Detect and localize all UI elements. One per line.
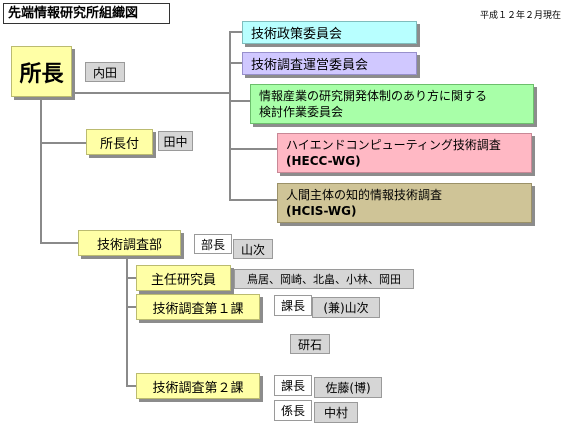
- committee-label-line2: (HECC-WG): [286, 154, 361, 168]
- section1-name-box: (兼)山次: [312, 297, 380, 318]
- section1-role: 課長: [280, 299, 305, 313]
- date-label: 平成１２年２月現在: [479, 11, 561, 21]
- chief-researcher-box: 主任研究員: [136, 265, 231, 291]
- department-trunk-line: [126, 252, 128, 386]
- committee-box: 技術政策委員会: [242, 21, 417, 44]
- committee-label: ハイエンドコンピューティング技術調査: [286, 138, 501, 152]
- director-box: 所長: [11, 46, 72, 97]
- department-label: 技術調査部: [96, 237, 162, 253]
- section2-name1-box: 佐藤(博): [314, 377, 382, 398]
- attache-branch-line: [40, 142, 86, 144]
- section2-role2-box: 係長: [274, 400, 312, 421]
- director-committee-connector: [73, 92, 231, 94]
- attache-name: 田中: [163, 134, 188, 149]
- committee-label: 人間主体の知的情報技術調査: [286, 188, 443, 202]
- committee-branch-line: [229, 100, 250, 102]
- department-box: 技術調査部: [78, 230, 181, 256]
- section1-box: 技術調査第１課: [136, 294, 260, 320]
- committee-branch-line: [229, 62, 242, 64]
- section2-role1-box: 課長: [274, 375, 312, 396]
- chief-researcher-label: 主任研究員: [150, 272, 216, 288]
- committee-label: 情報産業の研究開発体制のあり方に関する: [259, 89, 488, 103]
- chief-researcher-names: 鳥居、岡崎、北畠、小林、岡田: [247, 273, 401, 286]
- committee-box: 技術調査運営委員会: [242, 52, 417, 75]
- attache-box: 所長付: [86, 129, 153, 155]
- committee-trunk-line: [229, 31, 231, 201]
- section2-role2: 係長: [280, 404, 305, 418]
- chief-researcher-names-box: 鳥居、岡崎、北畠、小林、岡田: [234, 269, 414, 289]
- section1-branch-line: [126, 306, 136, 308]
- department-name: 山次: [240, 242, 265, 257]
- committee-box: 情報産業の研究開発体制のあり方に関する 検討作業委員会: [250, 84, 534, 124]
- committee-label-line2: 検討作業委員会: [259, 105, 344, 119]
- section2-name2: 中村: [323, 406, 348, 420]
- director-name-box: 内田: [85, 62, 125, 82]
- committee-branch-line: [229, 31, 242, 33]
- section1-role-box: 課長: [274, 295, 312, 316]
- department-name-box: 山次: [233, 239, 273, 259]
- attache-name-box: 田中: [158, 131, 193, 151]
- director-name: 内田: [92, 65, 117, 80]
- section1-name: (兼)山次: [323, 301, 369, 315]
- committee-label: 技術政策委員会: [251, 27, 343, 42]
- section2-branch-line: [126, 385, 136, 387]
- page-title: 先端情報研究所組織図: [3, 3, 170, 24]
- section1-staff-box: 研石: [290, 334, 330, 354]
- committee-branch-line: [229, 148, 277, 150]
- committee-label: 技術調査運営委員会: [251, 58, 369, 73]
- section2-name1: 佐藤(博): [325, 381, 371, 395]
- section2-role1: 課長: [280, 379, 305, 393]
- department-role: 部長: [200, 237, 225, 252]
- section1-staff: 研石: [297, 337, 322, 352]
- main-trunk-line: [40, 97, 42, 243]
- department-branch-line: [40, 242, 78, 244]
- committee-label-line2: (HCIS-WG): [286, 204, 357, 218]
- department-role-box: 部長: [194, 234, 232, 254]
- section2-name2-box: 中村: [314, 402, 358, 423]
- section1-label: 技術調査第１課: [152, 301, 244, 317]
- section2-label: 技術調査第２課: [152, 380, 244, 396]
- committee-branch-line: [229, 199, 277, 201]
- chief-branch-line: [126, 277, 136, 279]
- section2-box: 技術調査第２課: [136, 373, 260, 399]
- attache-label: 所長付: [99, 136, 139, 152]
- committee-box: 人間主体の知的情報技術調査 (HCIS-WG): [277, 183, 532, 223]
- committee-box: ハイエンドコンピューティング技術調査 (HECC-WG): [277, 133, 532, 173]
- director-label: 所長: [19, 61, 64, 87]
